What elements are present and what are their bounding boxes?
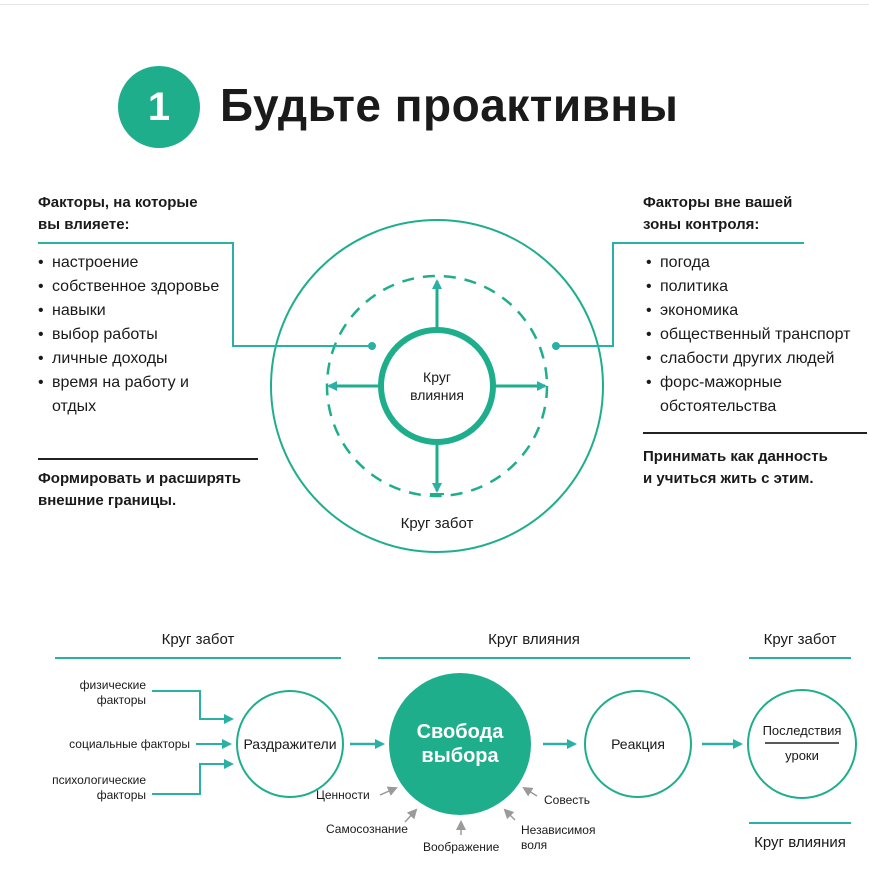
flow-header-concern-left: Круг забот (161, 631, 235, 648)
left-connector (38, 242, 372, 347)
list-item: выбор работы (38, 323, 228, 347)
values-label: Ценности (316, 788, 370, 802)
circle-of-concern (270, 219, 604, 553)
list-item: форс-мажорные обстоятельства (646, 371, 810, 419)
self-awareness-label: Самосознание (326, 822, 408, 836)
list-item: навыки (38, 299, 228, 323)
right-panel-note: Принимать как данность и учиться жить с … (643, 448, 828, 487)
uncontrollable-factors-list: погода политика экономика общественный т… (646, 251, 866, 419)
freedom-circle (389, 673, 531, 815)
flow-rule-center (378, 657, 690, 659)
left-panel-header: Факторы, на которые вы влияете: (38, 194, 198, 233)
page-title: Будьте проактивны (220, 79, 679, 131)
stimuli-label: Раздражители (243, 736, 337, 752)
freedom-of-choice-label: Свобода выбора (416, 721, 504, 767)
conscience-label: Совесть (544, 793, 591, 807)
list-item: личные доходы (38, 347, 228, 371)
list-item: экономика (646, 299, 866, 323)
list-item: общественный транспорт (646, 323, 866, 347)
psych-factors-label: психологические факторы (52, 773, 146, 802)
flow-rule-left (55, 657, 341, 659)
right-connector (556, 242, 804, 347)
independent-will-label: Независимоя воля (521, 823, 596, 852)
list-item: время на работу и отдых (38, 371, 228, 419)
controllable-factors-list: настроение собственное здоровье навыки в… (38, 251, 228, 419)
list-item: слабости других людей (646, 347, 866, 371)
list-item: собственное здоровье (38, 275, 228, 299)
left-divider (38, 458, 258, 460)
lessons-label: уроки (785, 748, 819, 763)
influence-circle-label: Круг влияния (410, 369, 464, 403)
top-divider (0, 4, 869, 5)
concern-circle-label: Круг забот (400, 515, 474, 532)
social-factors-label: социальные факторы (69, 737, 190, 751)
consequences-label: Последствия (762, 723, 842, 738)
list-item: политика (646, 275, 866, 299)
flow-rule-right (749, 657, 851, 659)
list-item: погода (646, 251, 866, 275)
reaction-circle (584, 690, 692, 798)
consequences-circle (747, 689, 857, 799)
physical-factors-label: физические факторы (79, 678, 146, 707)
step-number-badge: 1 (118, 66, 200, 148)
left-panel-note: Формировать и расширять внешние границы. (38, 470, 241, 509)
flow-footer-influence: Круг влияния (754, 834, 846, 851)
reaction-label: Реакция (611, 736, 665, 752)
flow-header-concern-right: Круг забот (763, 631, 837, 648)
flow-rule-bottom-right (749, 822, 851, 824)
imagination-label: Воображение (423, 840, 500, 854)
stimuli-circle (236, 690, 344, 798)
right-divider (643, 432, 867, 434)
right-panel-header: Факторы вне вашей зоны контроля: (643, 194, 793, 233)
flow-header-influence: Круг влияния (488, 631, 580, 648)
list-item: настроение (38, 251, 228, 275)
